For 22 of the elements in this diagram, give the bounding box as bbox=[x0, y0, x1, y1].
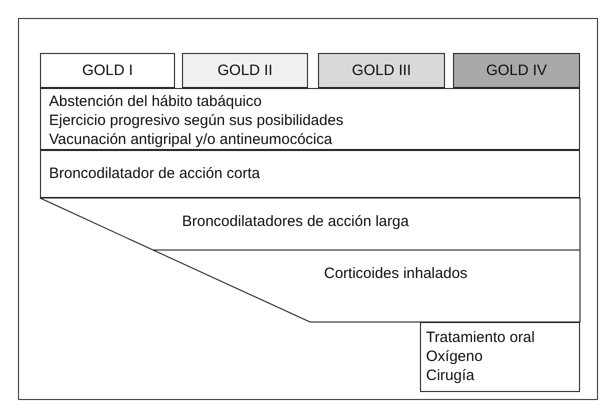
stage-label: GOLD I bbox=[81, 62, 134, 80]
treatment-text: Ejercicio progresivo según sus posibilidades bbox=[49, 112, 344, 130]
treatment-text: Abstención del hábito tabáquico bbox=[49, 93, 262, 111]
stage-header bbox=[453, 53, 580, 88]
treatment-band bbox=[153, 250, 580, 322]
treatment-band bbox=[40, 198, 580, 250]
treatment-text: Broncodilatador de acción corta bbox=[49, 165, 260, 183]
treatment-band bbox=[420, 322, 580, 392]
stage-header bbox=[318, 53, 445, 88]
stage-label: GOLD IV bbox=[485, 62, 548, 80]
treatment-text: Cirugía bbox=[426, 367, 474, 385]
stage-header bbox=[182, 53, 308, 88]
treatment-text: Tratamiento oral bbox=[426, 329, 535, 347]
treatment-text: Broncodilatadores de acción larga bbox=[182, 213, 409, 231]
treatment-text: Vacunación antigripal y/o antineumocócica bbox=[49, 131, 332, 149]
treatment-band bbox=[40, 150, 580, 198]
stage-label: GOLD III bbox=[350, 62, 412, 80]
stage-label: GOLD II bbox=[216, 62, 274, 80]
stage-header bbox=[40, 53, 175, 88]
treatment-text: Oxígeno bbox=[426, 348, 483, 366]
treatment-band bbox=[40, 88, 580, 150]
treatment-text: Corticoides inhalados bbox=[324, 265, 468, 283]
